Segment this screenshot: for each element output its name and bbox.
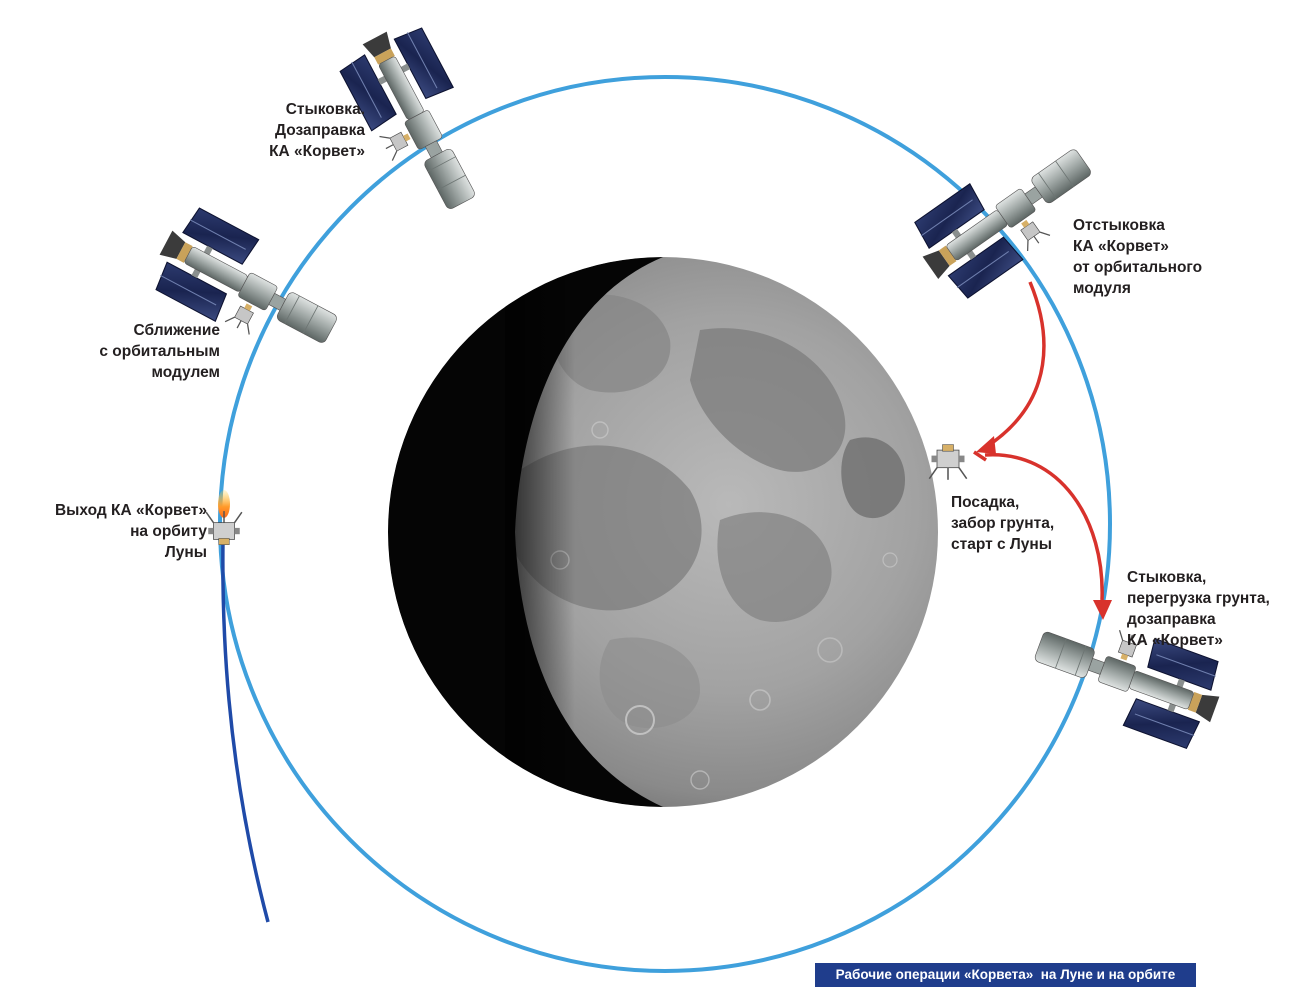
label-line: на орбиту [130,523,207,540]
label-line: Дозаправка [275,122,365,139]
label-line: Выход КА «Корвет» [54,502,207,519]
label-orbit-entry: Выход КА «Корвет» на орбиту Луны [20,500,207,563]
label-line: Отстыковка [1073,217,1165,234]
ascent-arrow [973,450,1112,620]
moon-icon [388,257,938,807]
label-line: перегрузка грунта, [1127,590,1270,607]
label-line: старт с Луны [951,536,1053,553]
label-line: Сближение [133,322,220,339]
label-line: модулем [151,364,221,381]
label-landing: Посадка, забор грунта, старт с Луны [951,492,1101,555]
label-line: КА «Корвет» [1073,238,1169,255]
lander-icon [928,443,968,481]
descent-arrow [976,281,1046,454]
label-docking-refuel: Стыковка. Дозаправка КА «Корвет» [240,99,365,162]
label-line: КА «Корвет» [1127,632,1223,649]
label-line: Посадка, [951,494,1020,511]
label-line: КА «Корвет» [269,143,365,160]
label-line: от орбитального [1073,259,1203,276]
label-line: забор грунта, [951,515,1055,532]
label-line: дозаправка [1127,611,1216,628]
figure-caption: Рабочие операции «Корвета» на Луне и на … [815,963,1196,987]
label-docking-transfer: Стыковка, перегрузка грунта, дозаправка … [1127,567,1292,651]
label-line: Стыковка, [1127,569,1207,586]
approach-trajectory [221,539,270,923]
lander-icon [205,490,243,546]
label-line: Луны [164,544,207,561]
label-line: модуля [1073,280,1131,297]
label-line: Стыковка. [285,101,365,118]
label-undocking: Отстыковка КА «Корвет» от орбитального м… [1073,215,1233,299]
label-line: с орбитальным [99,343,220,360]
label-approach: Сближение с орбитальным модулем [80,320,220,383]
